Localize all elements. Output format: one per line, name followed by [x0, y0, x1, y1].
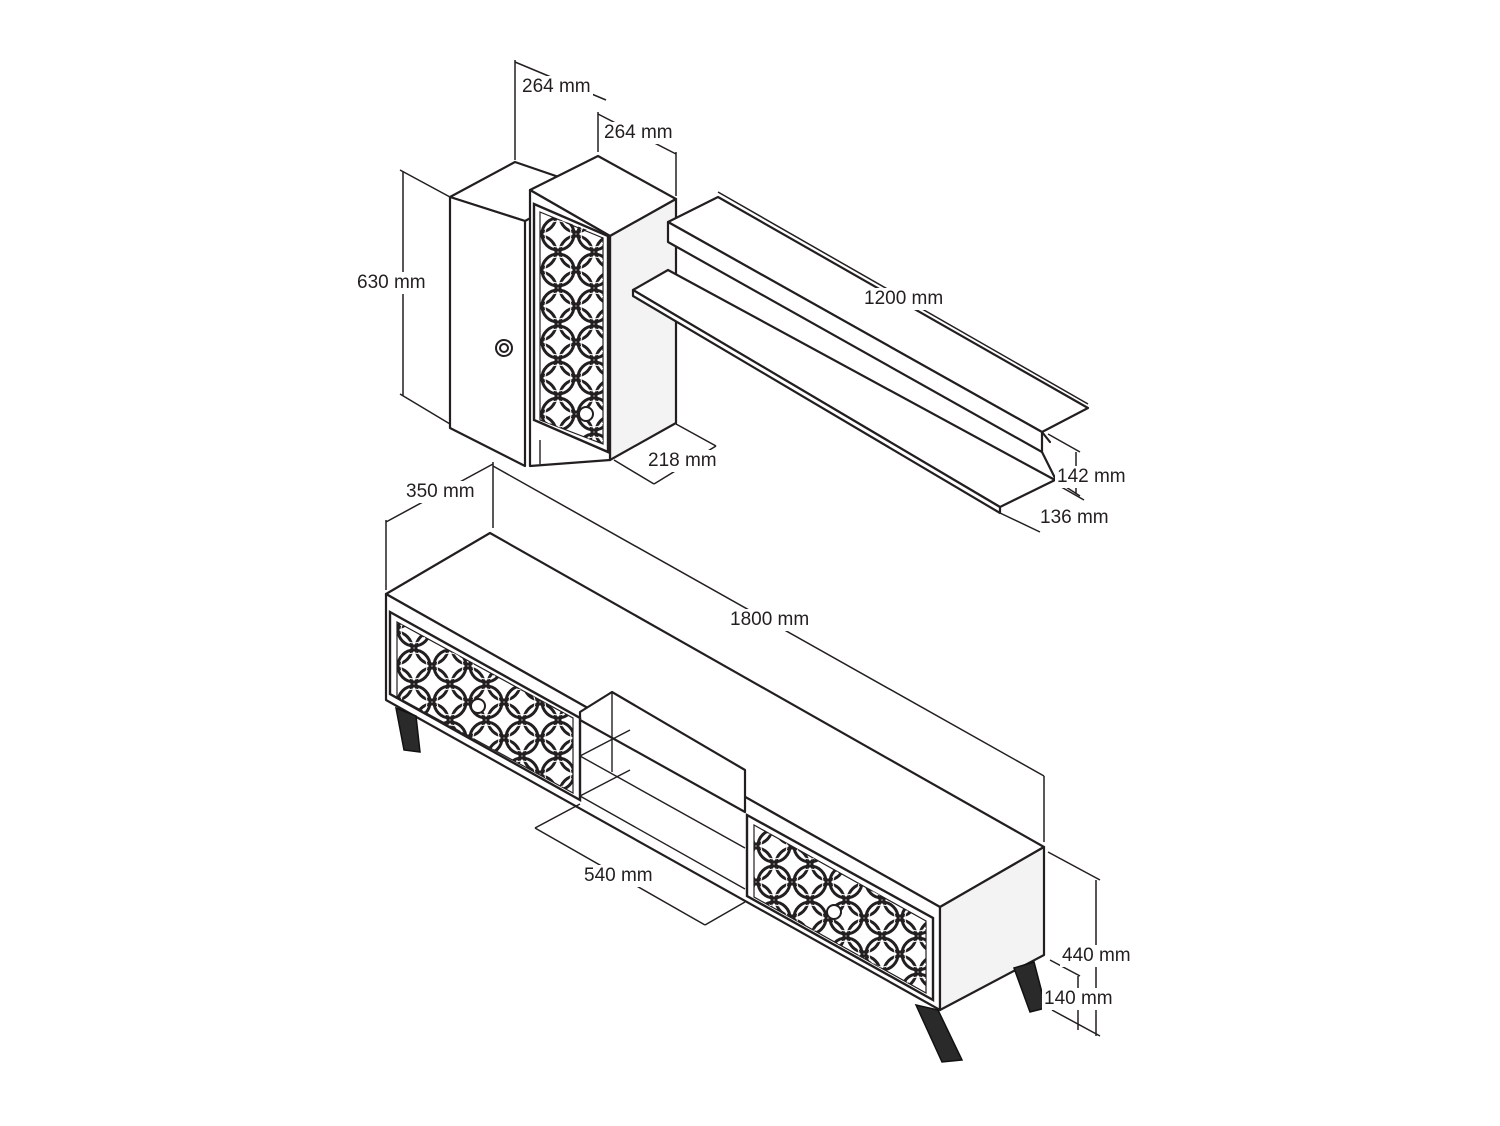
dim-tv-unit-height: 440 mm [1060, 945, 1133, 967]
dim-tv-unit-leg-height: 140 mm [1042, 988, 1115, 1010]
dim-cabinet-width: 218 mm [646, 450, 719, 472]
dim-tv-unit-open-section: 540 mm [582, 865, 655, 887]
dim-tv-unit-length: 1800 mm [728, 609, 812, 631]
dim-shelf-height: 142 mm [1055, 466, 1128, 488]
wall-shelf [631, 195, 1090, 515]
wall-cabinet-door [528, 154, 678, 468]
dim-cabinet-door-depth: 264 mm [602, 122, 675, 144]
dim-shelf-length: 1200 mm [862, 288, 946, 310]
tv-unit [384, 531, 1047, 1063]
dim-cabinet-height: 630 mm [355, 272, 428, 294]
dim-shelf-depth: 136 mm [1038, 507, 1111, 529]
leg [395, 706, 421, 753]
ring-pattern-door [540, 212, 603, 444]
cabinet-knob [578, 406, 594, 422]
wall-cabinet-open [448, 160, 590, 468]
tv-unit-knob [826, 904, 842, 920]
tv-unit-knob [470, 698, 486, 714]
dim-tv-unit-depth: 350 mm [404, 481, 477, 503]
dim-cabinet-open-depth: 264 mm [520, 76, 593, 98]
leg [914, 1003, 964, 1063]
